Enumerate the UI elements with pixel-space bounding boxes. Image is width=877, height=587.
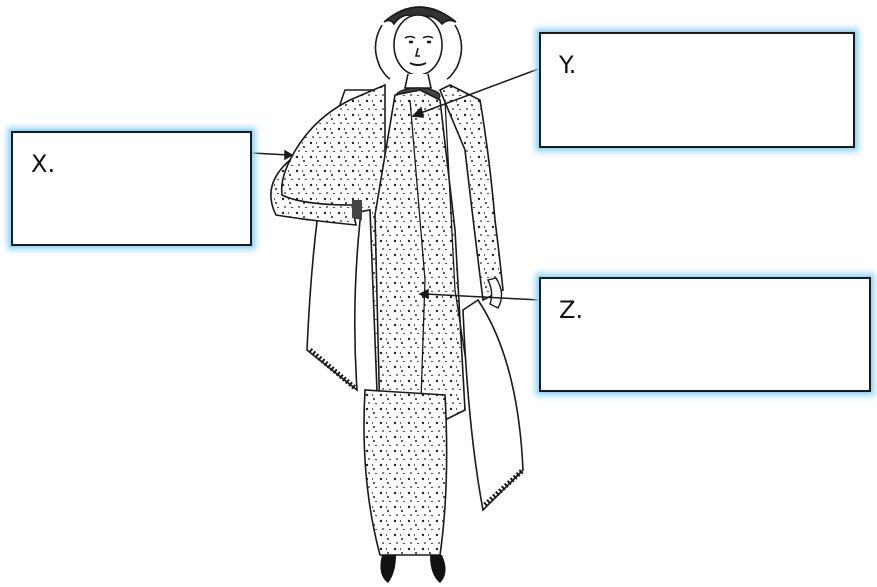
sarong-skirt — [363, 389, 448, 556]
head — [374, 6, 463, 89]
label-box-z[interactable] — [539, 277, 871, 392]
pointer-y — [417, 67, 542, 115]
label-box-x[interactable] — [11, 131, 252, 246]
left-arm — [270, 159, 357, 226]
label-y-text: Y. — [559, 51, 577, 79]
pointer-x — [251, 152, 290, 156]
label-x-text: X. — [31, 150, 56, 178]
right-hand — [486, 277, 503, 309]
pointer-z — [424, 293, 541, 301]
label-box-y[interactable] — [539, 32, 855, 148]
coat-front-panel — [374, 89, 466, 431]
shawl-right-drape — [462, 298, 524, 512]
label-z-text: Z. — [559, 296, 584, 324]
pointer-lines — [251, 67, 542, 301]
shoes — [380, 555, 446, 583]
baju-blouse-right — [438, 84, 504, 302]
